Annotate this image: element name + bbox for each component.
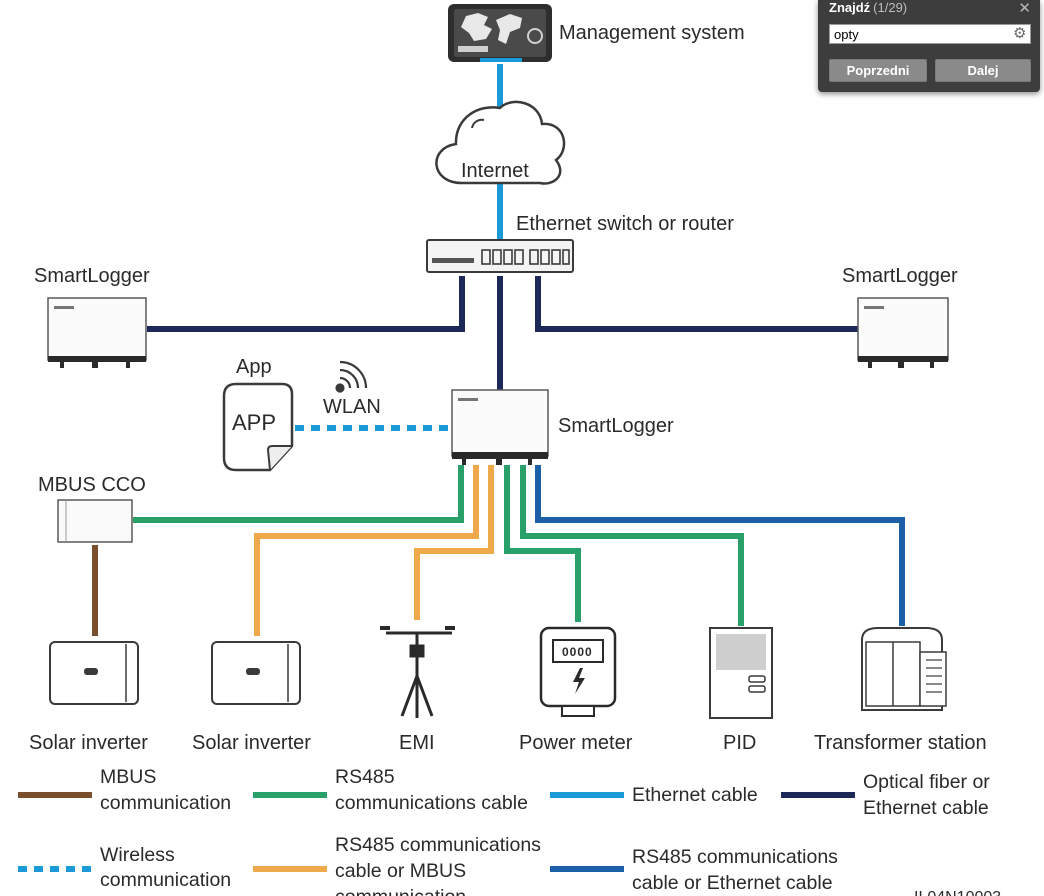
legend-wireless-line1: Wireless [100,844,175,866]
rs485-line-mbus-cco [133,465,464,523]
internet-label: Internet [461,160,529,182]
mbus-cco-label: MBUS CCO [38,474,146,496]
find-bar-header: Znajdź(1/29) [829,0,907,15]
solar-inverter-1-device [49,641,139,705]
legend-rs485-mbus-line1: RS485 communications [335,834,541,856]
legend-fiber-line2: Ethernet cable [863,797,989,819]
smartlogger-right-label: SmartLogger [842,265,958,287]
solar-inverter-1-label: Solar inverter [29,732,148,754]
meter-display-text: 0000 [562,645,593,659]
app-icon-text: APP [232,410,276,435]
solar-inverter-2-label: Solar inverter [192,732,311,754]
switch-label: Ethernet switch or router [516,213,734,235]
ethernet-switch-device [426,239,574,273]
emi-weather-station [380,626,455,718]
fiber-line-right [535,276,860,332]
legend-rs485-mbus-line3: communication [335,886,466,896]
wlan-label: WLAN [323,396,381,418]
power-meter-device [539,626,617,717]
connection-lines [92,64,905,636]
smartlogger-center-label: SmartLogger [558,415,674,437]
legend-rs485-line1: RS485 [335,766,395,788]
legend-wireless-line2: communication [100,869,231,891]
rs485-line-pid [520,465,744,626]
figure-id: IL04N10003 [914,889,1001,896]
transformer-station-device [861,627,947,711]
rs485-eth-line-transformer [535,465,905,626]
find-bar: Znajdź(1/29) ✕ ⚙ Poprzedni Dalej [818,0,1040,92]
legend-rs485-mbus-line2: cable or MBUS [335,860,466,882]
rs485-line-power-meter [504,465,581,622]
pid-label: PID [723,732,756,754]
rs485-mbus-line-emi [414,465,494,620]
find-search-input[interactable] [829,24,1031,44]
legend-rs485-line2: communications cable [335,792,528,814]
find-previous-button[interactable]: Poprzedni [829,59,927,82]
smartlogger-right-device [857,297,949,368]
smartlogger-left-label: SmartLogger [34,265,150,287]
legend-fiber-line1: Optical fiber or [863,771,990,793]
find-match-count: (1/29) [873,0,908,15]
smartlogger-center-device [451,389,549,465]
app-label: App [236,356,272,378]
wifi-icon [335,360,368,393]
transformer-station-label: Transformer station [814,732,987,754]
legend-rs485-eth-line1: RS485 communications [632,846,838,868]
legend-mbus-line2: communication [100,792,231,814]
legend-ethernet-label: Ethernet cable [632,784,758,806]
solar-inverter-2-device [211,641,301,705]
pid-device [709,627,773,719]
gear-icon[interactable]: ⚙ [1013,25,1027,42]
find-next-button[interactable]: Dalej [935,59,1031,82]
management-system-label: Management system [559,22,745,44]
app-icon [222,382,294,472]
legend-mbus-line1: MBUS [100,766,156,788]
legend: MBUS communication RS485 communications … [18,766,990,896]
legend-rs485-eth-line2: cable or Ethernet cable [632,872,833,894]
emi-label: EMI [399,732,435,754]
internet-cloud [435,100,566,185]
fiber-line-left [147,276,465,332]
find-title: Znajdź [829,0,871,15]
close-icon[interactable]: ✕ [1018,0,1031,17]
power-meter-label: Power meter [519,732,633,754]
management-system-monitor [448,4,552,62]
rs485-mbus-line-inverter [254,465,479,636]
mbus-cco-device [57,499,133,543]
smartlogger-left-device [47,297,147,368]
